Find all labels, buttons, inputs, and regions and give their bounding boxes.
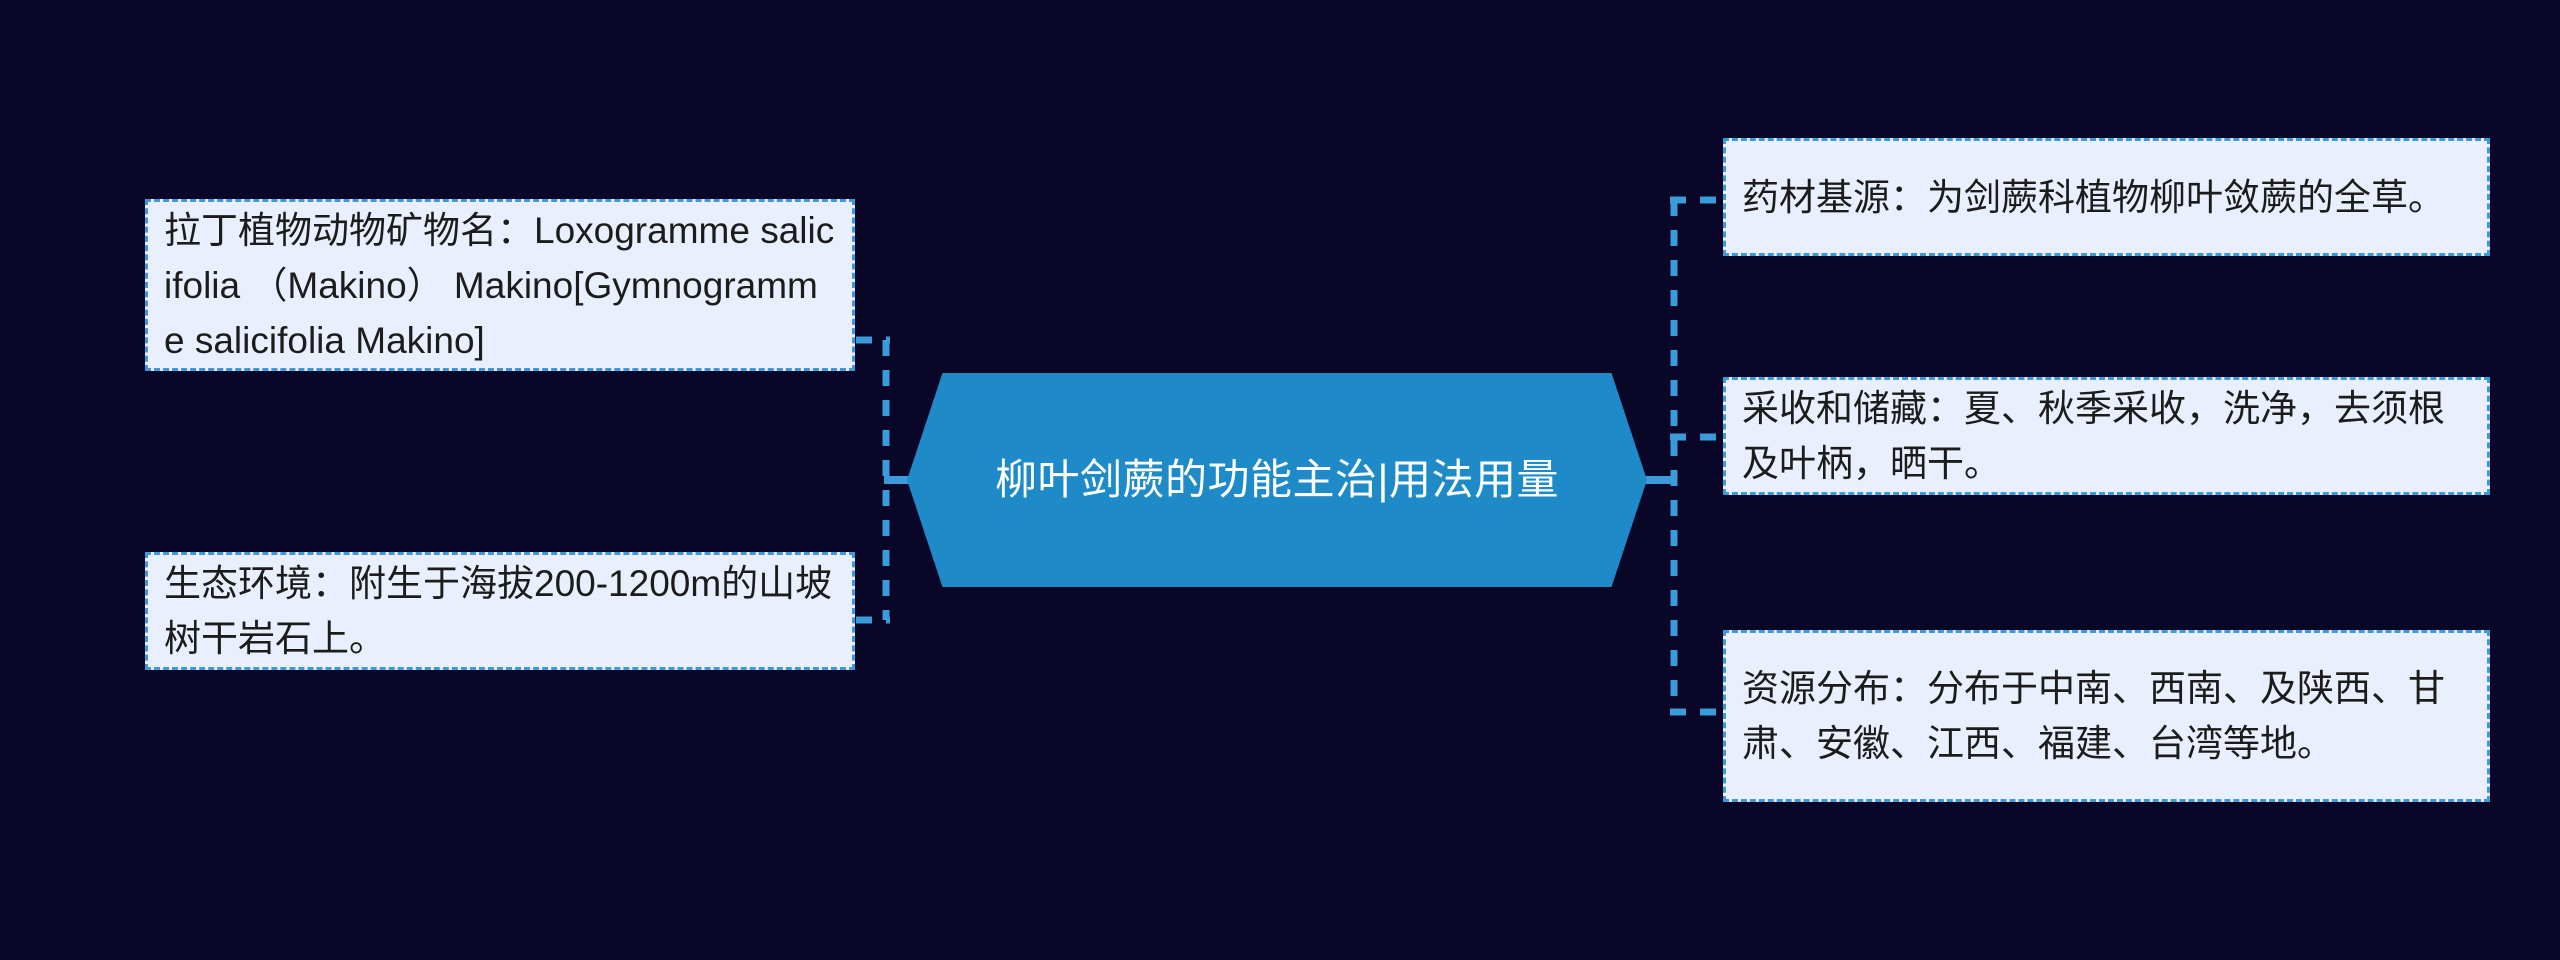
leaf-node-source-text: 药材基源：为剑蕨科植物柳叶敛蕨的全草。 [1742,176,2445,218]
leaf-node-harvest[interactable]: 采收和储藏：夏、秋季采收，洗净，去须根及叶柄，晒干。 [1723,377,2490,495]
leaf-node-latin-name-text: 拉丁植物动物矿物名：Loxogramme salicifolia （Makino… [164,209,835,361]
center-node-label: 柳叶剑蕨的功能主治|用法用量 [995,456,1559,503]
leaf-node-source[interactable]: 药材基源：为剑蕨科植物柳叶敛蕨的全草。 [1723,138,2490,256]
leaf-node-latin-name[interactable]: 拉丁植物动物矿物名：Loxogramme salicifolia （Makino… [145,199,855,371]
leaf-node-ecology[interactable]: 生态环境：附生于海拔200-1200m的山坡树干岩石上。 [145,552,855,670]
center-node[interactable]: 柳叶剑蕨的功能主治|用法用量 [907,373,1647,587]
leaf-node-harvest-text: 采收和储藏：夏、秋季采收，洗净，去须根及叶柄，晒干。 [1742,388,2445,484]
leaf-node-distribution-text: 资源分布：分布于中南、西南、及陕西、甘肃、安徽、江西、福建、台湾等地。 [1742,668,2445,764]
leaf-node-distribution[interactable]: 资源分布：分布于中南、西南、及陕西、甘肃、安徽、江西、福建、台湾等地。 [1723,630,2490,802]
leaf-node-ecology-text: 生态环境：附生于海拔200-1200m的山坡树干岩石上。 [164,563,833,659]
